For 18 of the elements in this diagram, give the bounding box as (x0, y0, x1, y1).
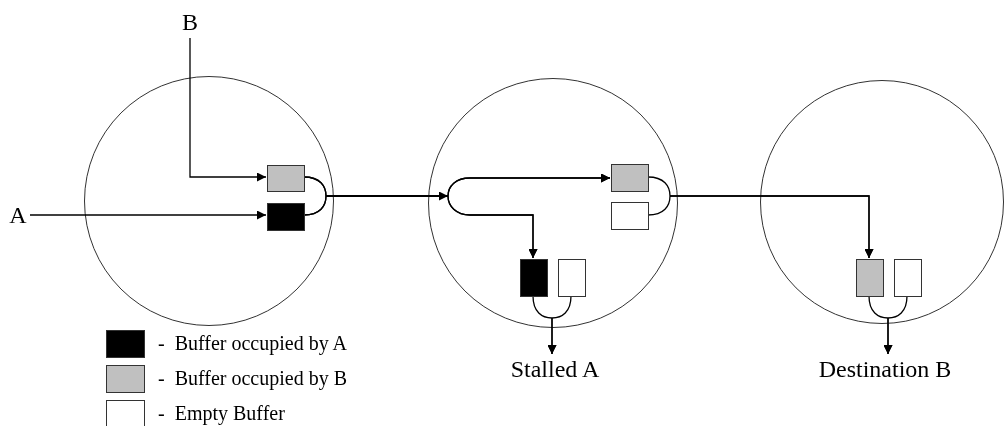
buffer-box (520, 259, 548, 297)
node-label: B (178, 6, 202, 38)
arrow (189, 37, 267, 182)
legend-label: - Buffer occupied by B (158, 366, 348, 392)
node-label: Destination B (800, 354, 970, 384)
buffer-box (558, 259, 586, 297)
legend-label: - Buffer occupied by A (158, 331, 348, 357)
buffer-box (611, 164, 649, 192)
arrow (303, 195, 538, 259)
buffer-box (267, 203, 305, 231)
buffer-box (856, 259, 884, 297)
legend-label: - Empty Buffer (158, 401, 285, 426)
buffer-box (611, 202, 649, 230)
buffer-box (267, 165, 305, 192)
node-label: A (6, 200, 30, 230)
arrow (29, 210, 267, 220)
buffer-box (894, 259, 922, 297)
node-label: Stalled A (500, 354, 610, 384)
